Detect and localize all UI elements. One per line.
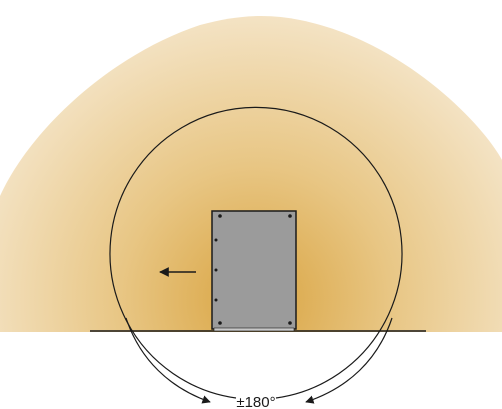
screw-icon (214, 268, 218, 272)
screw-icon (218, 214, 222, 218)
coverage-glow-area (0, 15, 502, 332)
rotation-arrow-left-icon (125, 317, 211, 404)
screw-icon (214, 298, 218, 302)
screw-icon (288, 214, 292, 218)
cabinet-unit (211, 210, 297, 332)
screw-icon (288, 321, 292, 325)
rotation-angle-label: ±180° (236, 394, 275, 409)
rotation-arrow-right-icon (305, 317, 393, 404)
screw-icon (214, 238, 218, 242)
screw-icon (218, 321, 222, 325)
